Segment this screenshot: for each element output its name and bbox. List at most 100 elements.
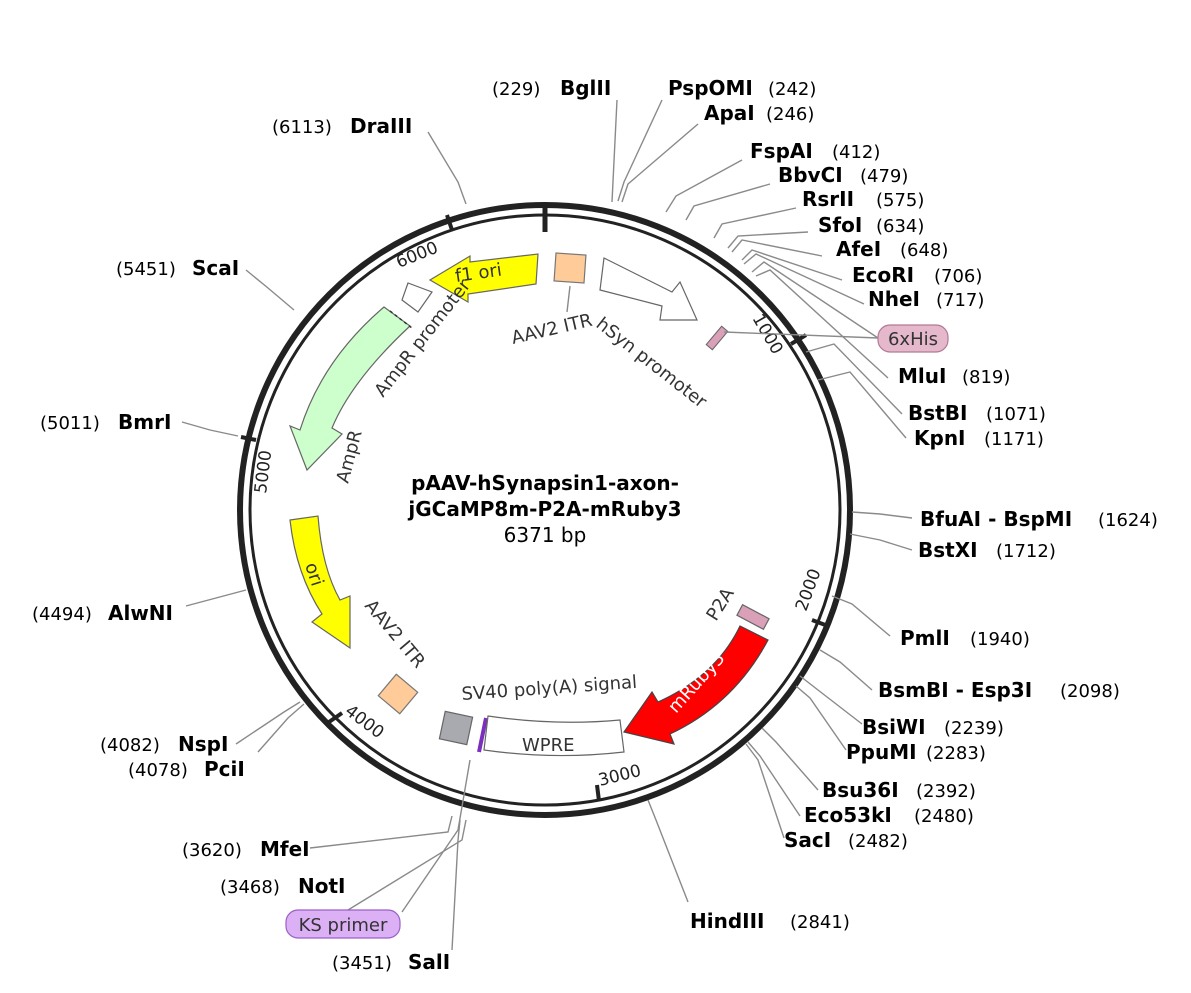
enzyme-pos-alwni: (4494) xyxy=(32,604,92,625)
enzyme-pos-saci: (2482) xyxy=(848,831,908,852)
enzyme-name-bsiwi: BsiWI xyxy=(862,715,926,739)
enzyme-name-pspomi: PspOMI xyxy=(668,76,753,100)
ampr-start-marker xyxy=(389,310,413,329)
tag-6xhis: 6xHis xyxy=(877,324,949,353)
tick-label-2000: 2000 xyxy=(792,566,826,613)
enzyme-pos-bmri: (5011) xyxy=(40,413,100,434)
enzyme-name-bbvci: BbvCI xyxy=(778,163,843,187)
ks-primer-site-mark xyxy=(477,717,488,753)
feature-ampr-promoter xyxy=(401,282,433,313)
feature-f1-ori xyxy=(428,253,539,304)
feature-wpre xyxy=(483,715,625,757)
enzyme-pos-hindiii: (2841) xyxy=(790,912,850,933)
feature-aav2-itr-left xyxy=(553,252,587,284)
enzyme-pos-bsu36i: (2392) xyxy=(916,781,976,802)
enzyme-pos-bstxi: (1712) xyxy=(996,541,1056,562)
feature-p2a xyxy=(736,603,770,631)
enzyme-name-bsmbi-esp3i: BsmBI - Esp3I xyxy=(878,678,1032,702)
feature-ampr xyxy=(288,306,411,472)
enzyme-name-alwni: AlwNI xyxy=(108,601,173,625)
enzyme-name-bstxi: BstXI xyxy=(918,538,978,562)
enzyme-pos-scai: (5451) xyxy=(116,259,176,280)
enzyme-name-ecori: EcoRI xyxy=(852,263,914,287)
enzyme-pos-kpni: (1171) xyxy=(984,429,1044,450)
enzyme-pos-pspomi: (242) xyxy=(768,79,816,100)
enzyme-pos-eco53ki: (2480) xyxy=(914,806,974,827)
feature-hsyn-promoter xyxy=(599,257,698,321)
enzyme-pos-afei: (648) xyxy=(900,240,948,261)
tick-label-4000: 4000 xyxy=(341,701,388,743)
enzyme-pos-nspi: (4082) xyxy=(100,735,160,756)
plasmid-name-line1: pAAV-hSynapsin1-axon- xyxy=(411,471,679,495)
feature-6xhis-mark xyxy=(705,325,729,351)
feature-aav2-itr-right xyxy=(377,673,419,715)
plasmid-name-line2: jGCaMP8m-P2A-mRuby3 xyxy=(407,497,681,521)
enzyme-pos-bglii: (229) xyxy=(492,79,540,100)
enzyme-pos-mlui: (819) xyxy=(962,367,1010,388)
enzyme-name-bstbi: BstBI xyxy=(908,401,967,425)
feature-label-wpre: WPRE xyxy=(522,735,575,756)
enzyme-name-mlui: MluI xyxy=(898,364,946,388)
enzyme-name-apai: ApaI xyxy=(704,101,755,125)
enzyme-pos-ecori: (706) xyxy=(934,266,982,287)
enzyme-pos-bfuai-bspmi: (1624) xyxy=(1098,510,1158,531)
tick-label-5000: 5000 xyxy=(251,449,276,494)
tag-label-6xhis: 6xHis xyxy=(888,329,938,350)
tick-label-3000: 3000 xyxy=(596,761,643,791)
enzyme-pos-bstbi: (1071) xyxy=(986,404,1046,425)
plasmid-size: 6371 bp xyxy=(504,523,587,547)
enzyme-name-bsu36i: Bsu36I xyxy=(822,778,899,802)
6xhis-leader xyxy=(723,331,879,339)
enzyme-name-bmri: BmrI xyxy=(118,410,171,434)
enzyme-pos-draiii: (6113) xyxy=(272,117,332,138)
aav2-itr-left-leader xyxy=(566,285,571,313)
enzyme-pos-ppumi: (2283) xyxy=(926,743,986,764)
ks-primer-leader xyxy=(401,759,471,913)
enzyme-name-kpni: KpnI xyxy=(914,426,966,450)
enzyme-pos-bsiwi: (2239) xyxy=(944,718,1004,739)
enzyme-name-sali: SalI xyxy=(408,950,450,974)
enzyme-pos-pmli: (1940) xyxy=(970,629,1030,650)
enzyme-name-mfei: MfeI xyxy=(260,837,310,861)
feature-mruby3 xyxy=(623,625,769,745)
enzyme-pos-rsrii: (575) xyxy=(876,190,924,211)
enzyme-name-sfoi: SfoI xyxy=(818,213,862,237)
enzyme-name-nhei: NheI xyxy=(868,287,920,311)
enzyme-leader-lines xyxy=(181,99,913,951)
enzyme-name-ppumi: PpuMI xyxy=(846,740,917,764)
enzyme-name-draiii: DraIII xyxy=(350,114,412,138)
backbone-outer-ring xyxy=(237,202,853,818)
enzyme-pos-noti: (3468) xyxy=(220,877,280,898)
enzyme-pos-sfoi: (634) xyxy=(876,216,924,237)
enzyme-name-fspai: FspAI xyxy=(750,139,813,163)
enzyme-pos-pcii: (4078) xyxy=(128,760,188,781)
enzyme-name-bglii: BglII xyxy=(560,76,611,100)
enzyme-name-eco53ki: Eco53kI xyxy=(804,803,892,827)
enzyme-name-pmli: PmlI xyxy=(900,626,950,650)
enzyme-pos-apai: (246) xyxy=(766,104,814,125)
enzyme-name-noti: NotI xyxy=(298,874,345,898)
enzyme-pos-sali: (3451) xyxy=(332,953,392,974)
enzyme-pos-bsmbi-esp3i: (2098) xyxy=(1060,681,1120,702)
enzyme-name-hindiii: HindIII xyxy=(690,909,764,933)
feature-label-hsyn-promoter: hSyn promoter xyxy=(592,313,711,413)
enzyme-name-nspi: NspI xyxy=(178,732,228,756)
enzyme-pos-nhei: (717) xyxy=(936,290,984,311)
feature-ori xyxy=(289,515,351,650)
tick-2000: 2000 xyxy=(792,566,829,628)
enzyme-name-bfuai-bspmi: BfuAI - BspMI xyxy=(920,507,1072,531)
feature-sv40-polya xyxy=(438,710,474,746)
tag-label-ks-primer: KS primer xyxy=(299,915,388,936)
enzyme-name-afei: AfeI xyxy=(836,237,881,261)
tag-ks-primer: KS primer xyxy=(285,909,401,939)
feature-label-p2a: P2A xyxy=(702,584,739,625)
enzyme-pos-bbvci: (479) xyxy=(860,166,908,187)
enzyme-name-rsrii: RsrII xyxy=(802,187,854,211)
enzyme-name-scai: ScaI xyxy=(192,256,239,280)
enzyme-name-saci: SacI xyxy=(784,828,831,852)
feature-label-sv40-polya: SV40 poly(A) signal xyxy=(461,672,638,705)
feature-label-aav2-itr-left: AAV2 ITR xyxy=(509,310,594,349)
enzyme-name-pcii: PciI xyxy=(204,757,245,781)
feature-label-aav2-itr-right: AAV2 ITR xyxy=(360,596,429,673)
